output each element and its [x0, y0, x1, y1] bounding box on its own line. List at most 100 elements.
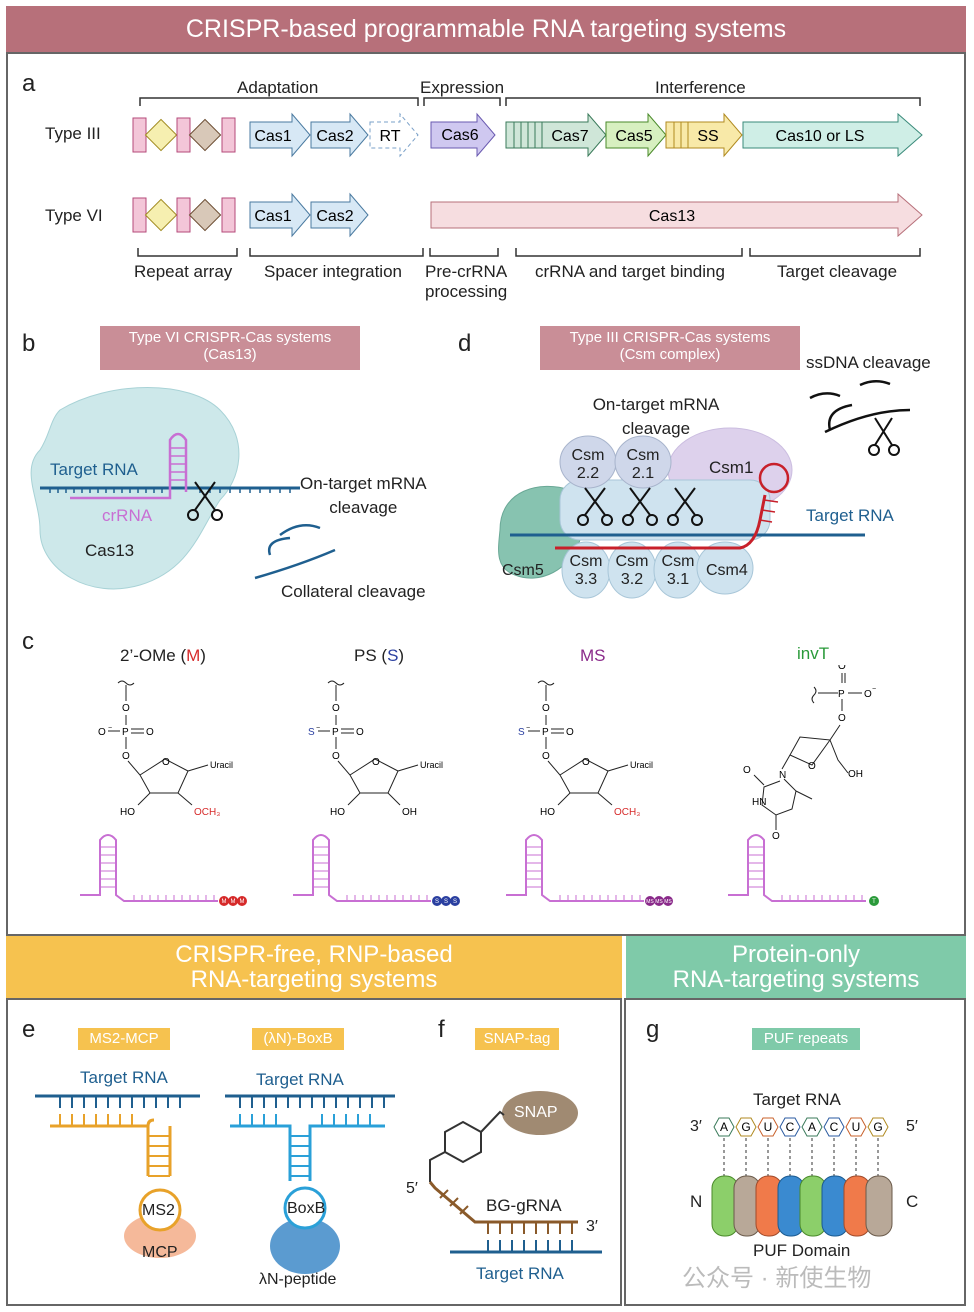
- atom-label: S: [308, 727, 315, 738]
- crrna-red-strand: [555, 494, 767, 550]
- atom-label: O: [743, 765, 751, 776]
- puf-repeats: [711, 1175, 893, 1237]
- rna-bases: A G U C A C U G: [713, 1117, 889, 1137]
- tag-line: (Csm complex): [619, 345, 721, 363]
- panel-c-chemistry: O O − P O O O Uracil HO OCH₃ O S − P O O…: [80, 665, 879, 906]
- atom-label: O: [162, 757, 170, 768]
- mod-label-ps: PS (S): [354, 646, 404, 666]
- atom-label: N: [779, 770, 786, 781]
- ms2-loop: [138, 1188, 182, 1232]
- repeat-array-type-iii: [132, 117, 236, 153]
- mod-bead-label: T: [872, 899, 876, 905]
- atom-label: OH: [848, 769, 863, 780]
- label-target-rna-f: Target RNA: [476, 1264, 564, 1283]
- mcp-protein: [124, 1214, 196, 1258]
- mod-bead-label: S: [435, 899, 439, 905]
- mod-key: S: [387, 646, 399, 665]
- atom-label: −: [872, 686, 876, 693]
- label-puf-domain: PUF Domain: [753, 1241, 851, 1260]
- header-crispr-systems: CRISPR-based programmable RNA targeting …: [6, 6, 966, 52]
- gene-label: Cas7: [551, 128, 588, 145]
- csm-scissors-icons: [577, 487, 703, 526]
- label-on-target-b: On-target mRNA cleavage: [300, 474, 427, 518]
- gene-label: Cas2: [316, 208, 353, 225]
- subunit-line: Csm: [626, 447, 660, 464]
- gene-label: Cas13: [649, 208, 695, 225]
- panel-letter-e: e: [22, 1016, 36, 1043]
- mod-bead-label: S: [453, 899, 457, 905]
- atom-label: S: [518, 727, 525, 738]
- atom-label: HO: [330, 807, 345, 818]
- base-label: G: [741, 1120, 750, 1134]
- linker: [429, 1110, 505, 1182]
- bracket-repeat: [137, 248, 238, 257]
- atom-label: O: [864, 689, 872, 700]
- gene-label: Cas6: [441, 127, 478, 144]
- label-ssdna: ssDNA cleavage: [806, 353, 931, 372]
- base-label: G: [873, 1120, 882, 1134]
- gene-cas2-iii: [310, 112, 369, 158]
- stage-adaptation: Adaptation: [237, 78, 319, 97]
- base-label: U: [764, 1120, 773, 1134]
- function-target-cleavage: Target cleavage: [777, 262, 898, 281]
- atom-label: OCH₃: [194, 807, 220, 818]
- rnp-panel-box: [6, 998, 622, 1306]
- protein-panel-box: [624, 998, 966, 1306]
- atom-label: O: [808, 761, 816, 772]
- tag-line: Type VI CRISPR-Cas systems: [128, 329, 332, 346]
- bracket-spacer: [249, 248, 424, 257]
- panel-letter-b: b: [22, 330, 36, 357]
- header-line: RNA-targeting systems: [190, 966, 438, 993]
- ss-repeat-lines: [673, 122, 689, 148]
- panel-letter-g: g: [646, 1016, 660, 1043]
- mod-text: ): [398, 646, 405, 665]
- structure-ps: O S − P O O O Uracil HO OH: [308, 680, 443, 818]
- bg-grna-ticks: [439, 1189, 573, 1234]
- stage-interference: Interference: [655, 78, 746, 97]
- label-line: On-target mRNA: [300, 474, 427, 493]
- base-contacts: [723, 1138, 879, 1176]
- structure-invt: O P O − O O OH N O HN O: [743, 665, 876, 842]
- boxb-loop: [283, 1186, 327, 1230]
- structure-2ome: O O − P O O O Uracil HO OCH₃: [98, 680, 233, 818]
- ms2-ticks: [59, 1114, 170, 1177]
- atom-label: −: [316, 725, 320, 732]
- atom-label: −: [108, 725, 112, 732]
- subunit-csm5: Csm5: [502, 562, 544, 579]
- crrna-strand: [70, 432, 188, 500]
- label-target-rna-e2: Target RNA: [256, 1070, 344, 1089]
- label-on-target-d: On-target mRNA cleavage: [588, 395, 724, 439]
- atom-label: Uracil: [630, 760, 653, 770]
- atom-label: O: [146, 727, 154, 738]
- mod-bead-label: M: [240, 899, 245, 905]
- gene-cas1-iii: [249, 112, 311, 158]
- mod-bead-label: S: [444, 899, 448, 905]
- function-spacer-integration: Spacer integration: [264, 262, 402, 281]
- atom-label: O: [332, 751, 340, 762]
- gene-cas5: [605, 112, 667, 158]
- label-mcp: MCP: [142, 1244, 178, 1261]
- mod-bead-label: M: [222, 899, 227, 905]
- gene-cas1-vi: [249, 192, 311, 238]
- cas7-repeat-lines: [513, 122, 543, 148]
- atom-label: HN: [752, 797, 766, 808]
- atom-label: O: [582, 757, 590, 768]
- mod-text: PS (: [354, 646, 388, 665]
- panel-letter-d: d: [458, 330, 472, 357]
- target-rna-ticks-e1: [59, 1096, 181, 1108]
- atom-label: O: [542, 751, 550, 762]
- atom-label: OCH₃: [614, 807, 640, 818]
- subunit-line: Csm: [569, 553, 603, 570]
- function-crrna-binding: crRNA and target binding: [535, 262, 725, 281]
- atom-label: O: [122, 703, 130, 714]
- target-rna-ticks: [49, 488, 291, 493]
- atom-label: P: [332, 727, 339, 738]
- benzyl-ring: [444, 1120, 482, 1164]
- mod-label-2ome: 2’-OMe (M): [120, 646, 206, 666]
- mod-bead-label: MS: [664, 899, 672, 905]
- label-snap: SNAP: [514, 1104, 558, 1121]
